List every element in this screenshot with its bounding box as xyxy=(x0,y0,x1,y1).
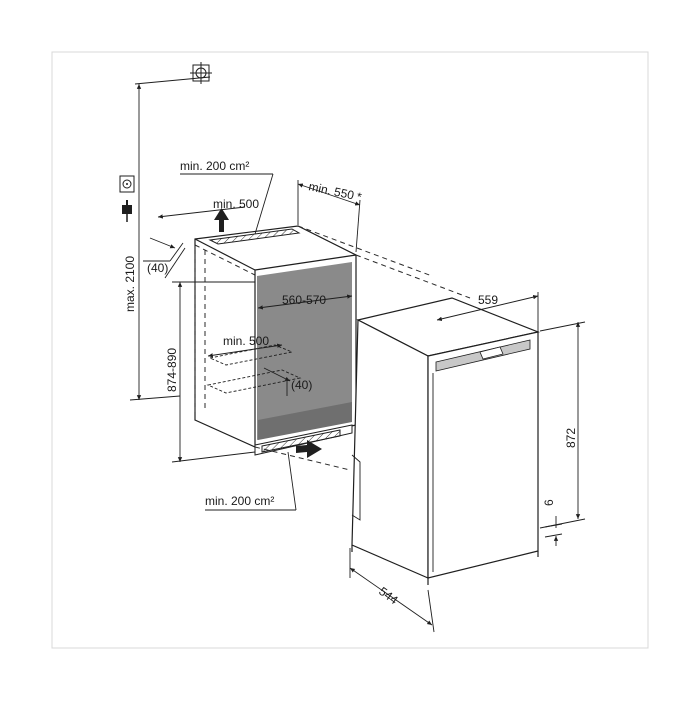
vent-bottom-depth-label: min. 500 xyxy=(223,334,269,348)
plug-icon xyxy=(122,200,132,222)
ceiling-line xyxy=(134,76,211,85)
niche-depth-dim xyxy=(297,183,361,206)
air-out-arrow-icon xyxy=(214,208,229,232)
offset-left-dim xyxy=(149,237,176,249)
niche-depth-ext-b xyxy=(355,199,361,253)
niche-cabinet xyxy=(194,225,357,456)
niche-depth-label: min. 550* xyxy=(307,179,363,204)
floor-ref-line xyxy=(129,395,181,401)
vent-top-area-leader xyxy=(254,173,274,235)
offset-left-leader xyxy=(169,242,184,262)
vent-top-area-label: min. 200 cm² xyxy=(180,159,249,173)
appliance-width-label: 559 xyxy=(478,293,498,307)
niche-height-ext-bottom xyxy=(171,451,256,463)
appliance-depth-label: 544 xyxy=(376,584,401,607)
offset-bottom-label: (40) xyxy=(291,378,312,392)
vent-top-depth-label: min. 500 xyxy=(213,197,259,211)
offset-left-label: (40) xyxy=(147,261,168,275)
page-frame xyxy=(51,51,649,649)
niche-height-label: 874-890 xyxy=(165,348,179,392)
ceiling-light-icon xyxy=(190,62,212,84)
appliance-height-label: 872 xyxy=(564,428,578,448)
appliance-depth-dim xyxy=(349,567,433,626)
vent-bottom-area-leader xyxy=(287,451,297,511)
foot-height-ext xyxy=(544,523,563,528)
air-in-arrow-icon xyxy=(296,440,322,458)
vent-bottom-depth-dim xyxy=(207,343,283,358)
offset-bottom-dim xyxy=(263,367,291,382)
appliance-depth-ext-b xyxy=(427,589,435,633)
vent-top-depth-dim xyxy=(157,206,246,219)
niche-width-dim xyxy=(257,294,353,310)
max-height-label: max. 2100 xyxy=(123,256,137,312)
foot-height-label: 6 xyxy=(542,499,556,506)
appliance xyxy=(351,297,541,585)
vent-bottom-area-label: min. 200 cm² xyxy=(205,494,274,508)
foot-height-ext-b xyxy=(544,533,563,538)
socket-icon xyxy=(119,175,135,193)
appliance-height-ext-top xyxy=(539,321,586,332)
appliance-width-dim xyxy=(436,295,539,321)
offset-left-ext xyxy=(164,247,186,279)
